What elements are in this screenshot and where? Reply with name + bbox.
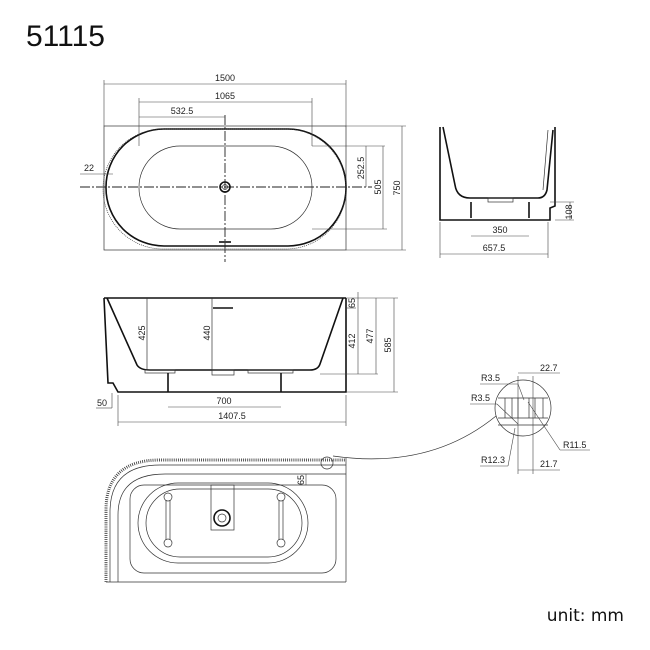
dim-plinth-height: 50 [97, 398, 107, 408]
dim-side-depth-center: 440 [202, 325, 212, 340]
rib-radius-bottom: R12.3 [481, 455, 505, 465]
dim-rim-width: 65 [296, 475, 306, 485]
rib-detail: 22.7 21.7 R3.5 R3.5 R11.5 R12.3 [332, 363, 590, 474]
dim-water-depth: 412 [347, 333, 357, 348]
dim-end-leg-spacing: 350 [492, 225, 507, 235]
rib-radius-top: R3.5 [481, 373, 500, 383]
dim-inner-height: 477 [365, 328, 375, 343]
model-number: 51115 [26, 20, 105, 53]
rib-radius-mid: R3.5 [471, 393, 490, 403]
dim-overall-width: 750 [392, 180, 402, 195]
dim-base-length: 1407.5 [218, 411, 246, 421]
plan-view: 65 [104, 456, 347, 583]
dim-overall-length: 1500 [215, 73, 235, 83]
dim-side-leg-spacing: 700 [216, 396, 231, 406]
rib-radius-right: R11.5 [563, 440, 586, 450]
dim-side-depth-left: 425 [137, 325, 147, 340]
dim-half-inner-width: 252.5 [356, 157, 366, 180]
dim-inner-length: 1065 [215, 91, 235, 101]
dim-end-depth: 657.5 [483, 243, 506, 253]
rib-pitch-bottom: 21.7 [540, 459, 558, 469]
dim-overflow-offset: 65 [347, 298, 357, 308]
rib-pitch-top: 22.7 [540, 363, 558, 373]
dim-half-inner-length: 532.5 [171, 106, 194, 116]
top-view: 1500 1065 532.5 22 252.5 505 750 [80, 73, 406, 262]
dim-overall-height: 585 [383, 337, 393, 352]
end-view: 350 657.5 108 [439, 126, 574, 258]
unit-label: unit: mm [546, 606, 624, 626]
dim-base-height: 108 [564, 204, 574, 219]
dim-inner-width: 505 [373, 179, 383, 194]
dim-rim-offset: 22 [84, 163, 94, 173]
side-view: 425 440 65 412 477 585 50 700 1407.5 [96, 292, 398, 426]
